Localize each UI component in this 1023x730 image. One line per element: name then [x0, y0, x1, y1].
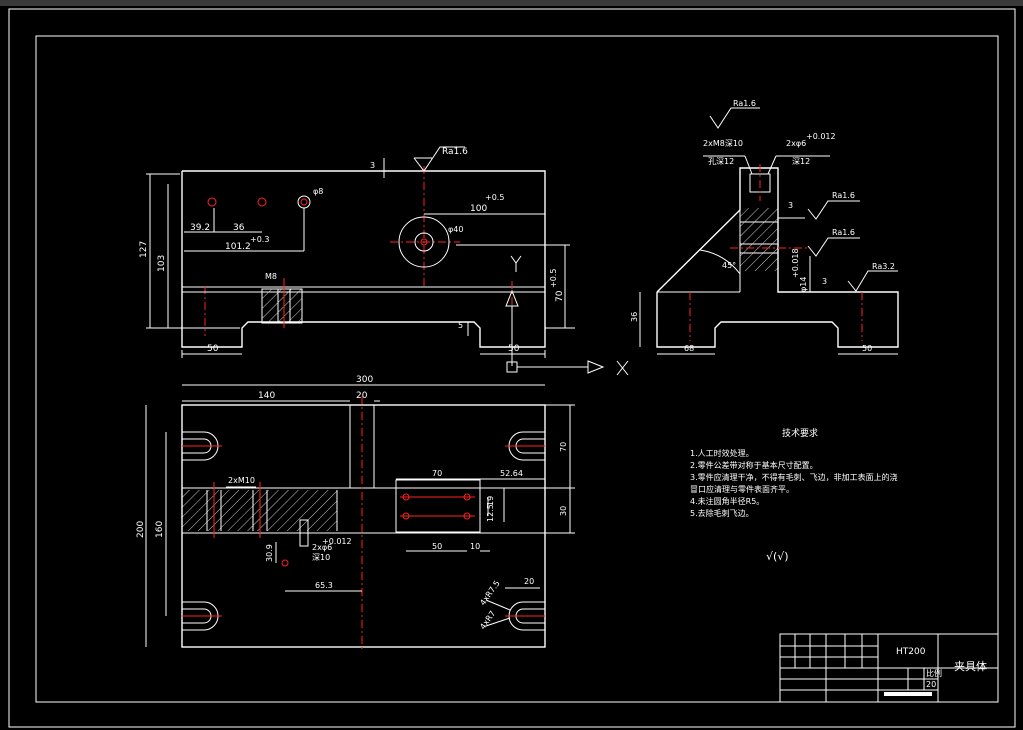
- cad-drawing-canvas[interactable]: Ra1.6 127 103 39.2 36 101.2 +0.3 φ8 100 …: [0, 6, 1023, 730]
- front-dim-100: 100: [470, 204, 487, 214]
- front-dim-m8: M8: [265, 272, 277, 281]
- side-ra-3: Ra1.6: [832, 228, 855, 237]
- top-dim-300: 300: [356, 375, 373, 385]
- front-dim-103: 103: [157, 255, 167, 272]
- top-dim-70r: 70: [559, 442, 568, 452]
- top-dim-10: 10: [470, 542, 480, 551]
- side-dim-50: 50: [862, 344, 872, 353]
- side-ra-1: Ra1.6: [733, 99, 756, 108]
- front-dim-101-tol: +0.3: [250, 235, 269, 244]
- side-dim-phi14: φ14: [799, 277, 808, 292]
- top-view: [145, 384, 575, 651]
- front-ra-top: Ra1.6: [442, 147, 468, 157]
- title-scale-label: 比例: [926, 668, 942, 678]
- front-dim-39: 39.2: [190, 223, 210, 233]
- side-view: [639, 107, 899, 355]
- tech-req-1: 1.人工时效处理。: [690, 448, 754, 458]
- window-toolbar-strip: [0, 0, 1023, 6]
- side-note-pin: 2xφ6: [786, 139, 806, 148]
- side-note-pin-tol: +0.012: [806, 132, 836, 141]
- top-dim-pin-tol: +0.012: [322, 537, 352, 546]
- front-dim-70-tol: +0.5: [549, 269, 558, 288]
- side-note-tap-hole: 孔深12: [708, 157, 734, 166]
- tech-req-3: 3.零件应清理干净，不得有毛刺、飞边，非加工表面上的浇: [690, 472, 898, 482]
- sheet-border: [8, 8, 1016, 728]
- front-dim-50-right: 50: [508, 344, 520, 354]
- side-ra-4: Ra3.2: [872, 262, 895, 271]
- front-dim-127: 127: [139, 241, 149, 258]
- top-dim-tap: 2xM10: [228, 476, 255, 485]
- roughness-general: √(√): [766, 550, 789, 563]
- top-dim-50: 50: [432, 542, 442, 551]
- tech-req-title: 技术要求: [782, 427, 818, 439]
- tech-req-4: 冒口应清理与零件表面齐平。: [690, 484, 794, 494]
- front-dim-3: 3: [370, 161, 375, 170]
- side-dim-phi14-tol: +0.018: [791, 248, 800, 278]
- top-dim-pin: 2xφ6: [312, 543, 332, 552]
- top-dim-65: 65.3: [315, 581, 333, 590]
- front-dim-50-left: 50: [207, 344, 219, 354]
- side-ra-2: Ra1.6: [832, 191, 855, 200]
- front-dim-5: 5: [458, 321, 463, 330]
- title-sheet: 20: [926, 680, 936, 689]
- title-part-name: 夹具体: [954, 659, 987, 673]
- top-dim-pin-depth: 深10: [312, 553, 330, 562]
- title-block: [779, 633, 999, 703]
- tech-req-6: 5.去除毛刺飞边。: [690, 508, 754, 518]
- top-dim-52: 52.64: [500, 469, 523, 478]
- top-dim-r75: 4xR7.5: [478, 579, 501, 607]
- front-dim-phi8: φ8: [313, 187, 323, 196]
- top-dim-200: 200: [136, 521, 146, 538]
- top-dim-19: 19: [486, 496, 495, 506]
- front-dim-100-tol: +0.5: [485, 193, 504, 202]
- top-dim-70: 70: [432, 469, 442, 478]
- top-dim-30-9: 30.9: [265, 544, 274, 562]
- side-note-pin-depth: 深12: [792, 157, 810, 166]
- top-dim-30r: 30: [559, 506, 568, 516]
- top-dim-r7: 4xR7: [478, 609, 497, 631]
- top-dim-140: 140: [258, 391, 275, 401]
- top-dim-12: 12.5: [486, 504, 495, 522]
- side-dim-68: 68: [684, 344, 694, 353]
- side-dim-3b: 3: [822, 277, 827, 286]
- top-dim-20: 20: [356, 391, 368, 401]
- front-dim-36: 36: [233, 223, 245, 233]
- drawing-frame: [35, 35, 999, 703]
- side-dim-angle: 45°: [722, 261, 736, 270]
- side-dim-36: 36: [630, 312, 639, 322]
- top-dim-20b: 20: [524, 577, 534, 586]
- front-view: [146, 146, 629, 376]
- side-dim-3: 3: [788, 201, 793, 210]
- side-note-tap: 2xM8深10: [703, 139, 743, 148]
- front-dim-101: 101.2: [225, 242, 251, 252]
- tech-req-5: 4.未注圆角半径R5。: [690, 496, 764, 506]
- front-dim-70: 70: [555, 290, 565, 302]
- title-material: HT200: [896, 647, 926, 657]
- front-dim-phi40: φ40: [448, 225, 463, 234]
- tech-req-2: 2.零件公差带对称于基本尺寸配置。: [690, 460, 818, 470]
- top-dim-160: 160: [155, 521, 165, 538]
